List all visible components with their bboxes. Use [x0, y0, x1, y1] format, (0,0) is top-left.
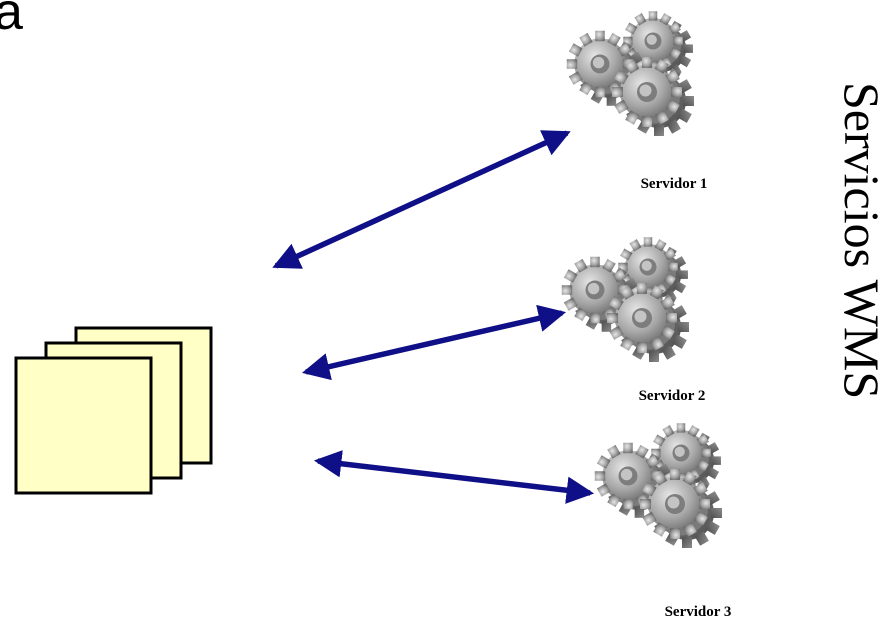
arrow-to-servidor-1 — [272, 130, 571, 269]
arrow-to-servidor-2 — [301, 304, 567, 381]
cropped-text-fragment: a — [0, 0, 23, 41]
gears-icon — [595, 423, 722, 548]
gears-icon — [567, 11, 694, 136]
server-label-3: Servidor 3 — [664, 604, 732, 620]
arrow-to-servidor-3 — [313, 450, 595, 504]
server-label-2: Servidor 2 — [638, 388, 706, 404]
document-stack-icon — [14, 326, 213, 495]
gears-icon — [562, 237, 689, 362]
server-label-1: Servidor 1 — [640, 176, 708, 192]
document-sheet-front — [14, 356, 153, 495]
side-title: Servicios WMS — [834, 82, 890, 400]
